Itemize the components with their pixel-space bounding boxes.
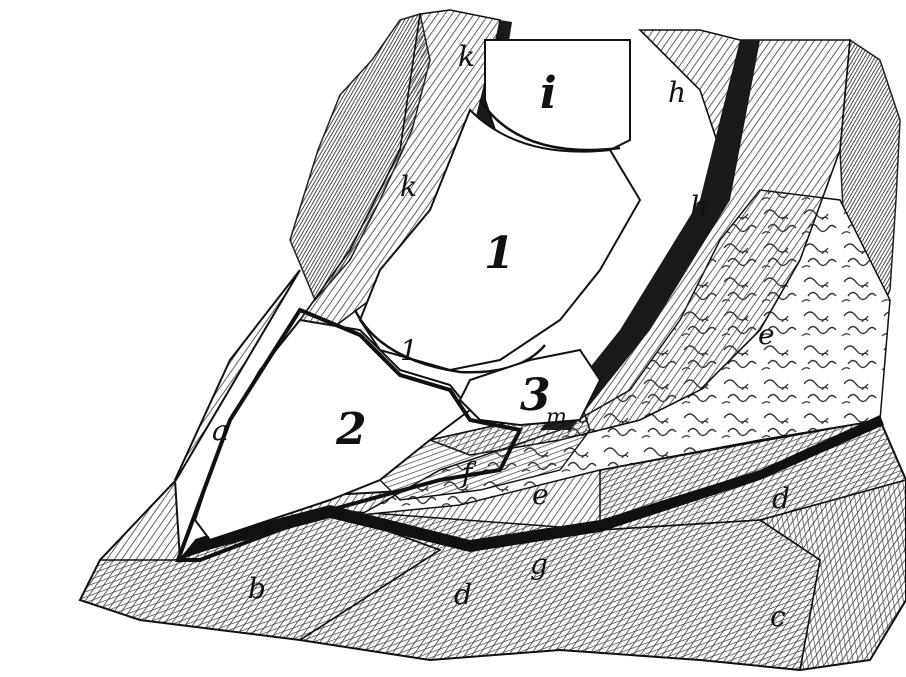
label-g: g [530, 548, 548, 581]
label-m: m [546, 405, 567, 430]
label-d-right: d [772, 482, 790, 515]
label-k-mid: k [400, 170, 417, 203]
label-1-small: 1 [400, 334, 418, 367]
label-a: a [212, 414, 229, 447]
label-e-lower: e [532, 478, 549, 511]
label-b: b [248, 572, 266, 605]
label-h-mid: h [690, 190, 708, 223]
label-i: i [540, 68, 557, 119]
label-e-upper: e [758, 318, 775, 351]
label-d-bottom: d [454, 578, 472, 611]
label-h-top: h [668, 76, 686, 109]
label-1: 1 [484, 228, 515, 279]
label-2: 2 [335, 404, 367, 455]
label-k-top: k [458, 40, 475, 73]
label-c: c [770, 600, 786, 633]
